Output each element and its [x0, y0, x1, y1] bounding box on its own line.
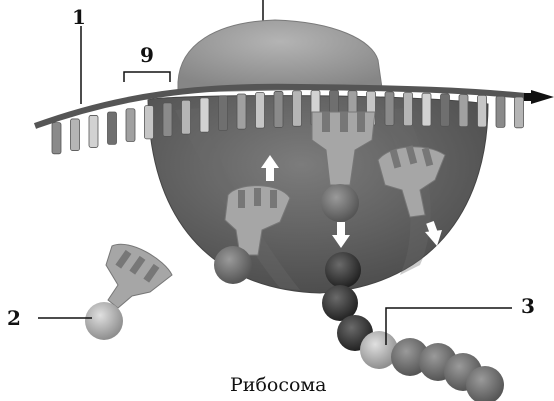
mrna-base — [126, 109, 135, 142]
trna-free — [85, 244, 172, 340]
mrna-base — [404, 93, 413, 126]
amino-acid-chain — [322, 252, 504, 401]
label-amino-acid-chain: 3 — [521, 296, 535, 316]
mrna-base — [256, 93, 265, 129]
mrna-base — [108, 112, 117, 144]
mrna-base — [200, 98, 209, 132]
label-mrna: 1 — [72, 7, 86, 27]
mrna-base — [219, 96, 228, 131]
mrna-base — [274, 91, 283, 127]
mrna-base — [52, 123, 61, 154]
mrna-base — [385, 92, 394, 126]
label-codon-span: 9 — [140, 45, 154, 65]
mrna-base — [182, 100, 191, 134]
label-trna-free: 2 — [7, 308, 21, 328]
mrna-base — [145, 106, 154, 139]
mrna-base — [422, 93, 431, 126]
mrna-base — [459, 95, 468, 127]
diagram-caption: Рибосома — [230, 376, 327, 395]
mrna-base — [237, 94, 246, 129]
mrna-base — [478, 95, 487, 127]
mrna-base — [293, 91, 302, 127]
mrna-base — [163, 103, 172, 137]
mrna-base — [496, 96, 505, 127]
mrna-base — [515, 97, 524, 128]
mrna-base — [89, 115, 98, 147]
right-arrow-icon — [531, 90, 554, 104]
codon-bracket — [124, 72, 170, 82]
small-subunit — [178, 20, 382, 92]
mrna-base — [441, 94, 450, 126]
right-arrow-shaft — [524, 93, 533, 101]
mrna-base — [71, 119, 80, 151]
